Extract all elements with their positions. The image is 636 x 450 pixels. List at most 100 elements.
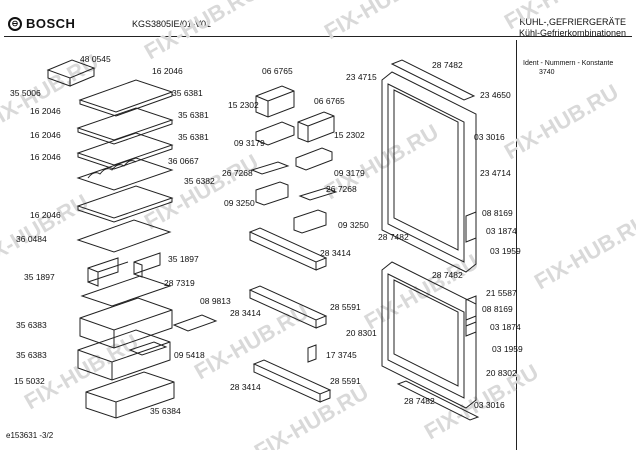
part-number-label: 28 7482 [378,232,409,242]
category-subtitle: Kühl-Gefrierkombinationen [518,28,626,38]
footer: e153631 -3/2 [6,431,53,440]
door-shelf-3 [252,359,332,403]
door-hinge-upper [465,211,477,243]
part-number-label: 35 6381 [172,88,203,98]
watermark-text: FIX-HUB.RU [500,79,623,164]
part-number-label: 03 3016 [474,132,505,142]
part-number-label: 28 3414 [320,248,351,258]
wine-rack [76,157,174,191]
egg-tray-1 [250,161,290,175]
bosch-logo-icon: ⊖ [8,16,22,31]
watermark-text: FIX-HUB.RU [140,149,263,234]
part-number-label: 36 0667 [168,156,199,166]
part-number-label: 09 3179 [234,138,265,148]
part-number-label: 03 1874 [486,226,517,236]
upper-door [381,71,477,273]
header-bar: ⊖ BOSCH KGS3805IE/01-V01 KÜHL-,GEFRIERGE… [4,4,632,38]
lower-door [381,261,477,409]
part-number-label: 28 3414 [230,308,261,318]
model-number: KGS3805IE/01-V01 [132,19,212,29]
part-number-label: 03 3016 [474,400,505,410]
butter-tray-2 [295,147,333,171]
parts-drawings [46,59,480,421]
shelf-clip [307,344,317,363]
part-number-label: 21 5587 [486,288,517,298]
doc-id: e153631 [6,431,38,440]
part-number-label: 08 8169 [482,208,513,218]
ice-cube-tray-2 [128,341,168,356]
part-number-label: 35 5006 [10,88,41,98]
crisper-cover [76,219,172,253]
part-number-label: 16 2046 [152,66,183,76]
vegetable-bin-right [133,252,161,278]
freezer-drawer-1 [79,297,173,349]
butter-compartment-lid-2 [297,111,335,143]
part-number-label: 08 9813 [200,296,231,306]
watermark-text: FIX-HUB.RU [320,0,443,44]
glass-shelf-1 [78,79,174,117]
part-number-label: 28 5591 [330,302,361,312]
part-number-label: 15 2302 [228,100,259,110]
part-number-label: 06 6765 [314,96,345,106]
door-shelf-2 [248,285,328,329]
part-number-label: 09 5418 [174,350,205,360]
freezer-drawer-2 [77,329,171,381]
category-title: KÜHL-,GEFRIERGERÄTE [519,17,626,27]
part-number-label: 48 0545 [80,54,111,64]
part-number-label: 06 6765 [262,66,293,76]
part-number-label: 08 8169 [482,304,513,314]
door-hinge-bottom [465,315,477,337]
watermark-text: FIX-HUB.RU [530,209,636,294]
part-number-label: 03 1959 [492,344,523,354]
part-number-label: 35 6381 [178,110,209,120]
part-number-label: 15 2302 [334,130,365,140]
glass-shelf-4 [76,185,174,223]
part-number-label: 26 7268 [326,184,357,194]
small-door-bin-2 [293,209,327,234]
watermark-text: FIX-HUB.RU [500,0,623,34]
part-number-label: 35 6382 [184,176,215,186]
part-number-label: 15 5032 [14,376,45,386]
part-number-label: 35 1897 [24,272,55,282]
part-number-label: 26 7268 [222,168,253,178]
part-number-label: 35 6383 [16,320,47,330]
glass-shelf-3 [76,132,174,170]
part-number-label: 28 7482 [432,60,463,70]
butter-tray-1 [255,121,295,146]
part-number-label: 16 2046 [30,106,61,116]
egg-tray-2 [298,187,338,201]
part-number-label: 28 7482 [404,396,435,406]
part-number-label: 03 1874 [490,322,521,332]
butter-compartment-lid-1 [255,85,295,118]
part-number-label: 28 3414 [230,382,261,392]
glass-shelf-2 [76,107,174,145]
brand: ⊖ BOSCH [8,16,75,31]
part-number-label: 28 7482 [432,270,463,280]
part-number-label: 16 2046 [30,130,61,140]
part-number-label: 16 2046 [30,152,61,162]
part-number-label: 35 6384 [150,406,181,416]
upper-door-gasket [390,59,476,101]
part-number-label: 23 4715 [346,72,377,82]
ident-panel: Ident - Nummern - Konstante 3740 [516,40,633,450]
ident-value: 3740 [539,69,555,76]
small-tray [46,59,96,87]
part-number-label: 23 4650 [480,90,511,100]
watermark-text: FIX-HUB.RU [140,0,263,64]
watermark-text: FIX-HUB.RU [0,189,93,274]
watermark-text: FIX-HUB.RU [20,329,143,414]
part-number-label: 23 4714 [480,168,511,178]
vegetable-bin-left [87,257,129,287]
part-number-label: 35 6381 [178,132,209,142]
brand-name: BOSCH [26,16,76,31]
part-number-label: 09 3250 [338,220,369,230]
part-number-label: 03 1959 [490,246,521,256]
freezer-shelf [80,275,172,307]
part-number-label: 20 8301 [346,328,377,338]
part-number-label: 35 6383 [16,350,47,360]
part-number-label: 28 5591 [330,376,361,386]
lower-door-handle [396,380,480,421]
part-number-label: 28 7319 [164,278,195,288]
